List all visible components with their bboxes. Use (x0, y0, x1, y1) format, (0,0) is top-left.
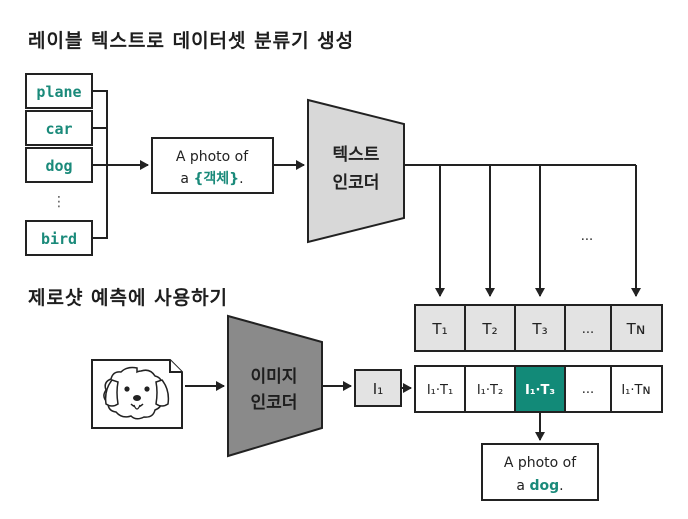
text-feature-cell (564, 304, 612, 352)
dog-eye-right (144, 386, 150, 392)
image-feature-box (354, 369, 402, 407)
text-feature-label: T₃ (531, 320, 547, 338)
similarity-cell (610, 365, 663, 413)
similarity-cell (464, 365, 516, 413)
label-bird: bird (41, 230, 77, 248)
dog-nose (133, 395, 141, 401)
label-box-plane (25, 73, 93, 109)
similarity-row: I₁·T₁ I₁·T₂ I₁·T₃ ... I₁·Tɴ (414, 365, 663, 413)
similarity-cell-highlighted (514, 365, 566, 413)
image-encoder-line1: 이미지 (251, 367, 298, 387)
text-feature-label: ... (582, 322, 594, 337)
image-encoder-line2: 인코더 (251, 393, 298, 413)
prompt-line1: A photo of (176, 149, 249, 165)
prompt-line2: a {객체}. (180, 170, 243, 187)
label-box-dog (25, 147, 93, 183)
prompt-box (151, 137, 274, 194)
label-box-bird (25, 220, 93, 256)
text-feature-cell (610, 304, 663, 352)
label-dog: dog (45, 157, 72, 175)
dog-photo (91, 359, 183, 429)
result-line1: A photo of (504, 455, 577, 471)
label-car: car (45, 120, 72, 138)
image-feature-label: I₁ (373, 380, 383, 398)
dog-ear-right (155, 379, 170, 407)
similarity-cell (564, 365, 612, 413)
text-feature-cell (464, 304, 516, 352)
label-plane: plane (36, 83, 81, 101)
dog-head-fluff (103, 366, 165, 420)
result-box (481, 443, 599, 501)
similarity-label: I₁·Tɴ (621, 383, 650, 398)
text-feature-label: Tɴ (626, 320, 646, 338)
fanout-ellipsis: ... (581, 229, 593, 244)
image-encoder (227, 314, 323, 458)
section-title-zero-shot: 제로샷 예측에 사용하기 (28, 287, 229, 309)
text-encoder-line1: 텍스트 (333, 145, 380, 165)
text-encoder-line2: 인코더 (333, 173, 380, 193)
text-feature-label: T₁ (431, 320, 447, 338)
dog-tongue (133, 404, 141, 410)
similarity-label: I₁·T₁ (427, 383, 453, 398)
dog-ear-left (104, 379, 119, 407)
label-list: plane car dog ⋮ ⋮ bird (25, 73, 114, 256)
text-encoder-fanout (404, 164, 641, 297)
text-feature-label: T₂ (481, 320, 497, 338)
result-line2: a dog. (516, 478, 563, 494)
section-title-create-classifier: 레이블 텍스트로 데이터셋 분류기 생성 (28, 30, 355, 52)
similarity-label: ... (582, 382, 594, 397)
result-variable: dog (529, 478, 559, 494)
similarity-label: I₁·T₂ (477, 383, 503, 398)
prompt-variable: {객체} (193, 170, 239, 187)
dog-eye-left (124, 386, 130, 392)
text-encoder (307, 98, 405, 244)
text-features-row: T₁ T₂ T₃ ... Tɴ (414, 304, 663, 352)
label-ellipsis: ⋮ (52, 194, 66, 210)
similarity-label-highlighted: I₁·T₃ (525, 383, 555, 398)
